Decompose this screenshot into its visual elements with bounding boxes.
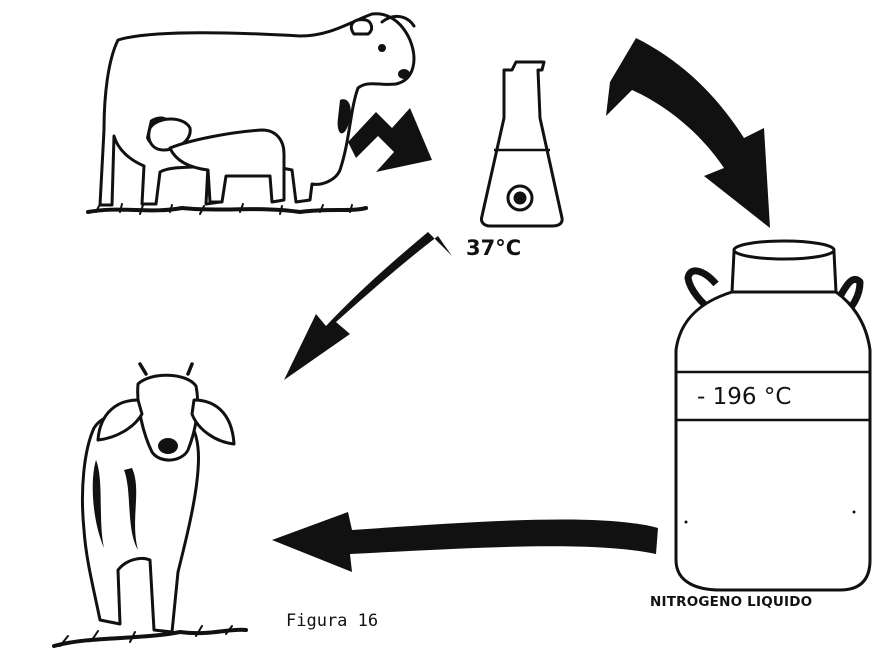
figure-caption: Figura 16: [286, 611, 378, 631]
flask-temperature-label: 37°C: [466, 236, 521, 260]
donor-cow-icon: [88, 14, 414, 214]
heifer-icon: [54, 364, 246, 646]
cryogenic-tank-icon: [676, 241, 870, 590]
arrow-cow-to-flask: [348, 108, 432, 172]
tank-temperature-label: - 196 °C: [697, 384, 791, 410]
flask-icon: [481, 62, 562, 226]
arrow-tank-to-heifer: [272, 512, 658, 572]
arrow-flask-to-tank: [606, 38, 770, 228]
tank-contents-label: NITROGENO LIQUIDO: [650, 594, 812, 610]
arrow-flask-to-heifer: [284, 232, 452, 380]
